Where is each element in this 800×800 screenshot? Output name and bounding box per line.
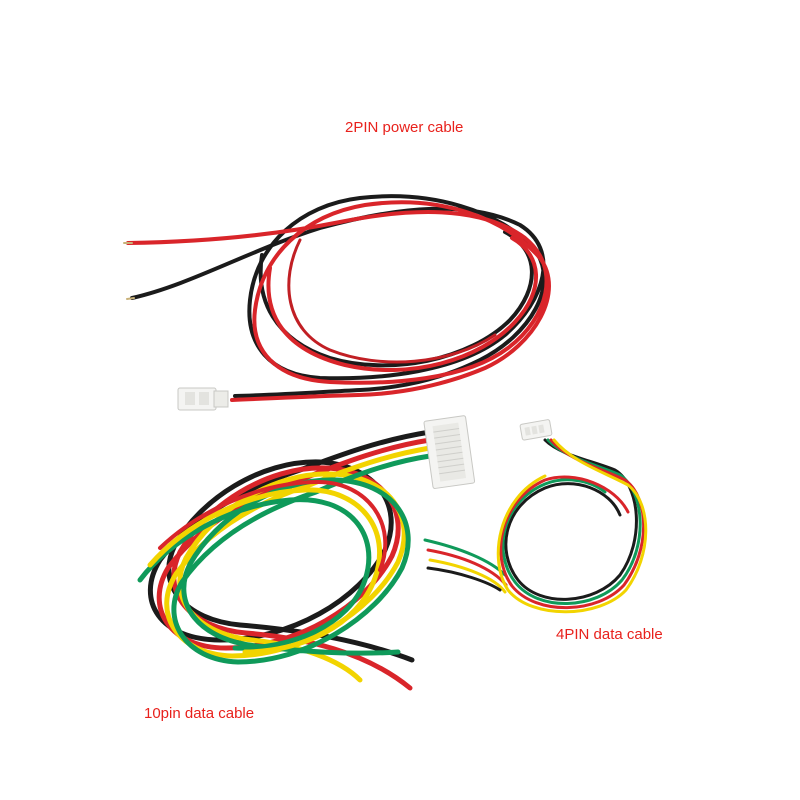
power-wire-red bbox=[126, 200, 551, 402]
data-cable-10pin bbox=[137, 429, 433, 691]
data-cable-4pin bbox=[423, 438, 648, 614]
ten-pin-wire-yellow-2 bbox=[147, 487, 382, 655]
four-pin-connector bbox=[519, 419, 553, 441]
ten-pin-wire-red bbox=[156, 437, 433, 691]
power-connector bbox=[177, 387, 229, 411]
four-pin-wire-black bbox=[504, 438, 638, 601]
ten-pin-cable-label: 10pin data cable bbox=[144, 705, 255, 722]
ten-pin-wire-green-2 bbox=[137, 497, 372, 651]
power-cable-label: 2PIN power cable bbox=[345, 119, 464, 136]
ten-pin-wire-red-2 bbox=[158, 480, 388, 572]
power-wire-black bbox=[130, 194, 546, 398]
four-pin-wire-yellow bbox=[428, 438, 648, 614]
power-wire-red-2 bbox=[266, 236, 539, 372]
power-wire-red-3 bbox=[287, 238, 497, 364]
ten-pin-connector bbox=[423, 415, 476, 489]
ten-pin-wire-green bbox=[171, 453, 433, 665]
power-cable-2pin bbox=[123, 194, 551, 402]
four-pin-cable-label: 4PIN data cable bbox=[556, 626, 663, 643]
four-pin-wire-black-2 bbox=[426, 566, 502, 592]
